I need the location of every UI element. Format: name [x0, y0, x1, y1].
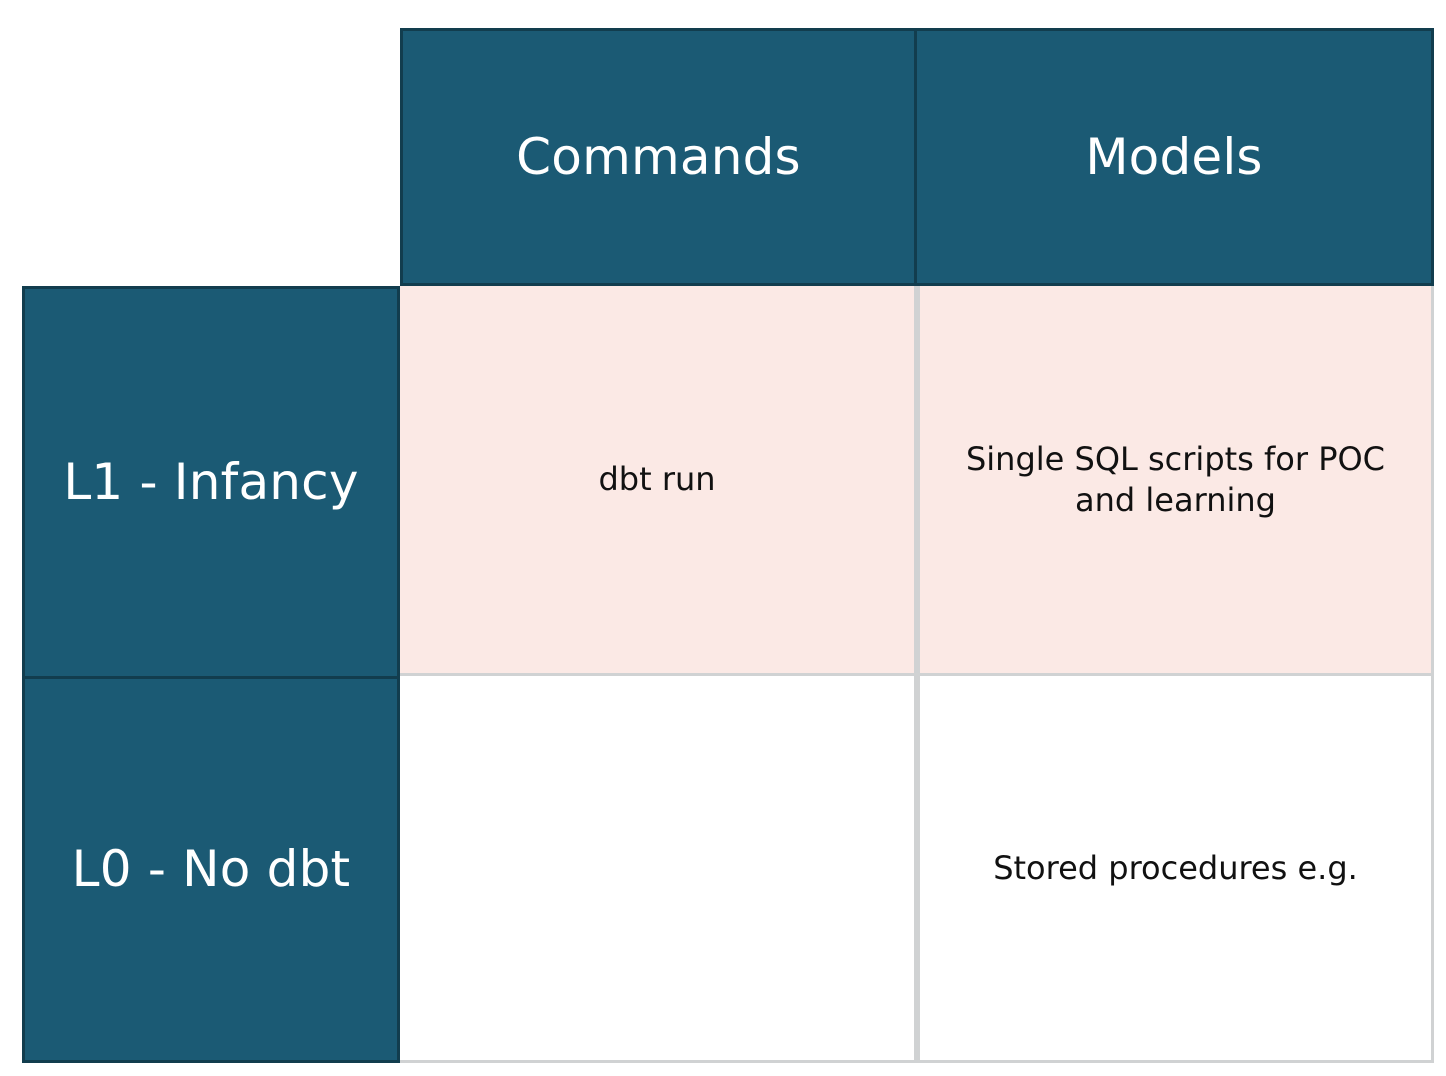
column-header-models[interactable]: Models: [917, 28, 1434, 286]
cell-l1-commands[interactable]: dbt run: [400, 286, 917, 676]
cell-l1-models[interactable]: Single SQL scripts for POC and learning: [917, 286, 1434, 676]
cell-l1-commands-text: dbt run: [598, 460, 716, 499]
cell-l0-commands[interactable]: [400, 676, 917, 1063]
column-header-commands-label: Commands: [516, 127, 801, 186]
row-header-l0-no-dbt-label: L0 - No dbt: [71, 840, 351, 898]
cell-l1-models-text: Single SQL scripts for POC and learning: [965, 439, 1386, 519]
cell-l0-models[interactable]: Stored procedures e.g.: [917, 676, 1434, 1063]
row-header-l0-no-dbt[interactable]: L0 - No dbt: [22, 676, 400, 1063]
column-header-models-label: Models: [1085, 127, 1263, 186]
row-header-l1-infancy[interactable]: L1 - Infancy: [22, 286, 400, 676]
cell-l0-models-text: Stored procedures e.g.: [993, 848, 1358, 887]
column-header-commands[interactable]: Commands: [400, 28, 917, 286]
table-corner-cell: [22, 28, 400, 286]
row-header-l1-infancy-label: L1 - Infancy: [63, 453, 359, 511]
